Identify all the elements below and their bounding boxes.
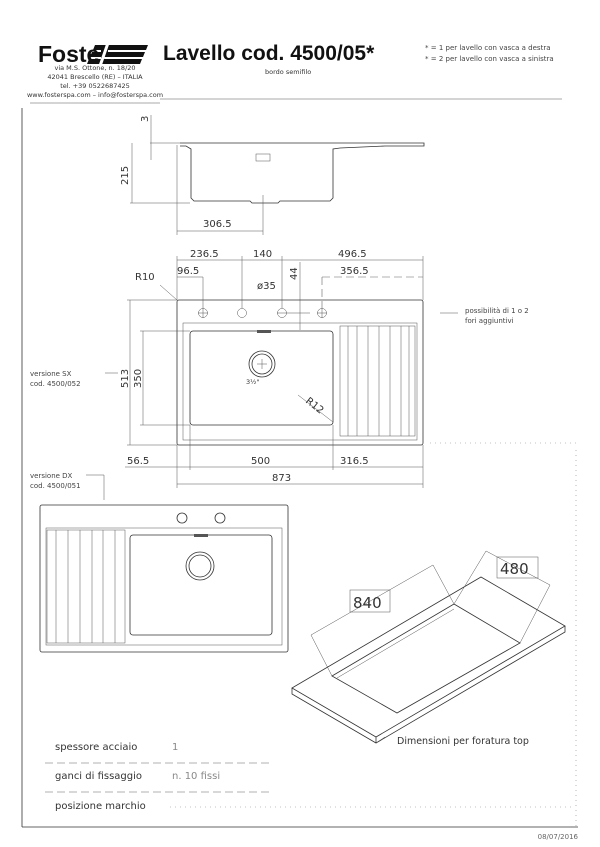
drain-size: 3½" [246,378,259,386]
dim-hole-diameter: ø35 [257,281,276,292]
dim-496-5: 496.5 [338,249,367,260]
cutout-caption: Dimensioni per foratura top [397,736,529,747]
drainboard-ribs [339,325,416,437]
specs-table: spessore acciaio 1 ganci di fissaggio n.… [45,742,575,812]
dim-offset: 306.5 [203,219,232,230]
drawing-date: 08/07/2016 [538,833,579,841]
spec-label-hooks: ganci di fissaggio [55,771,142,782]
contact-web: www.fosterspa.com – info@fosterspa.com [27,91,163,99]
dim-thickness: 3 [140,116,151,122]
spec-value-steel: 1 [172,742,178,753]
holes-note-2: fori aggiuntivi [465,317,514,325]
contact-address: via M.S. Ottone, n. 18/20 [54,64,135,72]
version-dx-code: cod. 4500/051 [30,482,81,490]
top-view-sx: 236.5 140 496.5 96.5 356.5 44 R10 ø35 51… [30,249,529,488]
cutout-length: 840 [353,594,382,612]
dim-873: 873 [272,473,291,484]
dim-56-5: 56.5 [127,456,149,467]
dim-513: 513 [120,369,131,388]
dim-500: 500 [251,456,270,467]
contact-info: via M.S. Ottone, n. 18/20 42041 Brescell… [27,64,163,99]
foster-logo: Foster [38,41,148,67]
dim-44: 44 [289,267,300,280]
contact-phone: tel. +39 0522687425 [60,82,130,90]
spec-label-brand-position: posizione marchio [55,801,146,812]
dim-356-5: 356.5 [340,266,369,277]
version-sx-code: cod. 4500/052 [30,380,81,388]
spec-value-hooks: n. 10 fissi [172,771,220,782]
note-1: * = 1 per lavello con vasca a destra [425,44,551,52]
drain-icon [248,350,276,378]
top-view-dx: versione DX cod. 4500/051 [30,472,289,653]
cutout-width: 480 [500,560,529,578]
note-2: * = 2 per lavello con vasca a sinistra [425,55,554,63]
dim-350: 350 [133,369,144,388]
cutout-perspective: 840 480 Dimensioni per foratura top [291,550,566,747]
dim-r10: R10 [135,272,155,283]
overflow-icon [257,330,271,333]
dim-140: 140 [253,249,272,260]
drawing-title: Lavello cod. 4500/05* [163,42,375,65]
holes-note-1: possibilità di 1 o 2 [465,307,529,315]
dim-316-5: 316.5 [340,456,369,467]
contact-city: 42041 Brescello (RE) – ITALIA [47,73,143,81]
side-view: 3 215 306.5 [120,115,425,235]
spec-label-steel: spessore acciaio [55,742,137,753]
subtitle: bordo semifilo [265,68,311,76]
dim-236-5: 236.5 [190,249,219,260]
dim-depth: 215 [120,166,131,185]
version-dx-label: versione DX [30,472,73,480]
dim-96-5: 96.5 [177,266,199,277]
tap-holes [198,308,327,318]
version-sx-label: versione SX [30,370,72,378]
